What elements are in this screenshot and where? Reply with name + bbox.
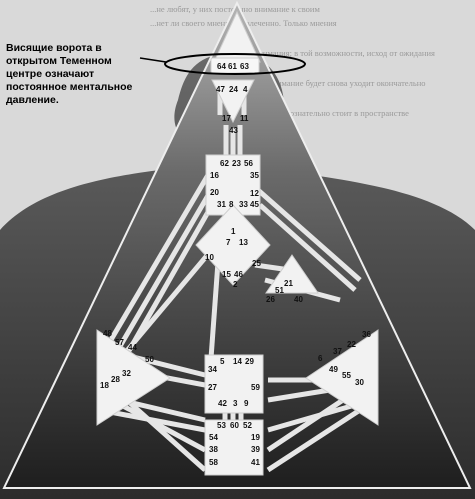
gate-label: 25 (252, 259, 261, 268)
gate-label: 23 (232, 159, 241, 168)
gate-label: 13 (239, 238, 248, 247)
root-center (204, 419, 264, 476)
callout-ellipse (164, 53, 306, 75)
gate-label: 64 (217, 62, 226, 71)
gate-label: 50 (145, 355, 154, 364)
annotation-line: давление. (6, 94, 59, 106)
gate-label: 29 (245, 357, 254, 366)
callout-pointer (139, 57, 167, 63)
gate-label: 20 (210, 188, 219, 197)
gate-label: 22 (347, 340, 356, 349)
gate-label: 55 (342, 371, 351, 380)
gate-label: 4 (243, 85, 248, 94)
gate-label: 57 (115, 338, 124, 347)
gate-label: 11 (240, 114, 249, 123)
ajna-center (211, 79, 255, 124)
gate-label: 47 (216, 85, 225, 94)
gate-label: 27 (208, 383, 217, 392)
gate-label: 46 (234, 270, 243, 279)
gate-label: 34 (208, 365, 217, 374)
gate-label: 44 (128, 343, 137, 352)
gate-label: 5 (220, 357, 225, 366)
gate-label: 62 (220, 159, 229, 168)
gate-label: 48 (103, 329, 112, 338)
annotation-line: постоянное ментальное (6, 81, 133, 93)
gate-label: 21 (284, 279, 293, 288)
gate-label: 12 (250, 189, 259, 198)
gate-label: 1 (231, 227, 236, 236)
gate-label: 39 (251, 445, 260, 454)
annotation-line: открытом Теменном (6, 55, 112, 67)
gate-label: 8 (229, 200, 234, 209)
background-text-line: ...Если вы сознательно стоит в пространс… (248, 108, 409, 118)
gate-label: 10 (205, 253, 214, 262)
gate-label: 49 (329, 365, 338, 374)
gate-label: 3 (233, 399, 238, 408)
centers (96, 10, 379, 476)
gate-label: 41 (251, 458, 260, 467)
gate-label: 2 (233, 280, 238, 289)
gate-label: 30 (355, 378, 364, 387)
gate-label: 38 (209, 445, 218, 454)
gate-label: 43 (229, 126, 238, 135)
gate-label: 24 (229, 85, 238, 94)
background-text-line: ...внимания; в той возможности, исход от… (248, 48, 435, 58)
gate-label: 14 (233, 357, 242, 366)
sacral-center (204, 354, 264, 414)
gate-label: 32 (122, 369, 131, 378)
gate-label: 54 (209, 433, 218, 442)
gate-label: 40 (294, 295, 303, 304)
gate-label: 15 (222, 270, 231, 279)
gate-label: 35 (250, 171, 259, 180)
gate-label: 56 (244, 159, 253, 168)
gate-label: 51 (275, 286, 284, 295)
solar-plexus-center (305, 329, 379, 426)
gate-label: 26 (266, 295, 275, 304)
background-text-line: ...как внимание будет снова уходит оконч… (248, 78, 426, 88)
gate-label: 33 (239, 200, 248, 209)
spleen-center (96, 329, 171, 426)
gate-labels: 64 61 63 47 24 4 17 11 43 62 23 56 16 35… (100, 62, 371, 467)
annotation-callout: Висящие ворота в открытом Теменном центр… (6, 42, 146, 107)
g-center (195, 204, 271, 286)
heart-center (265, 254, 319, 294)
gate-label: 36 (362, 330, 371, 339)
gate-label: 17 (222, 114, 231, 123)
gate-label: 61 (228, 62, 237, 71)
gate-label: 52 (243, 421, 252, 430)
gate-label: 18 (100, 381, 109, 390)
gate-label: 63 (240, 62, 249, 71)
gate-label: 16 (210, 171, 219, 180)
gate-label: 31 (217, 200, 226, 209)
gate-label: 6 (318, 354, 323, 363)
gate-label: 53 (217, 421, 226, 430)
gate-label: 37 (333, 347, 342, 356)
gate-label: 60 (230, 421, 239, 430)
gate-label: 59 (251, 383, 260, 392)
gate-label: 28 (111, 375, 120, 384)
gate-label: 45 (250, 200, 259, 209)
gate-label: 7 (226, 238, 231, 247)
annotation-line: Висящие ворота в (6, 42, 102, 54)
annotation-line: центре означают (6, 68, 95, 80)
gate-label: 9 (244, 399, 249, 408)
gate-label: 58 (209, 458, 218, 467)
gate-label: 42 (218, 399, 227, 408)
gate-label: 19 (251, 433, 260, 442)
